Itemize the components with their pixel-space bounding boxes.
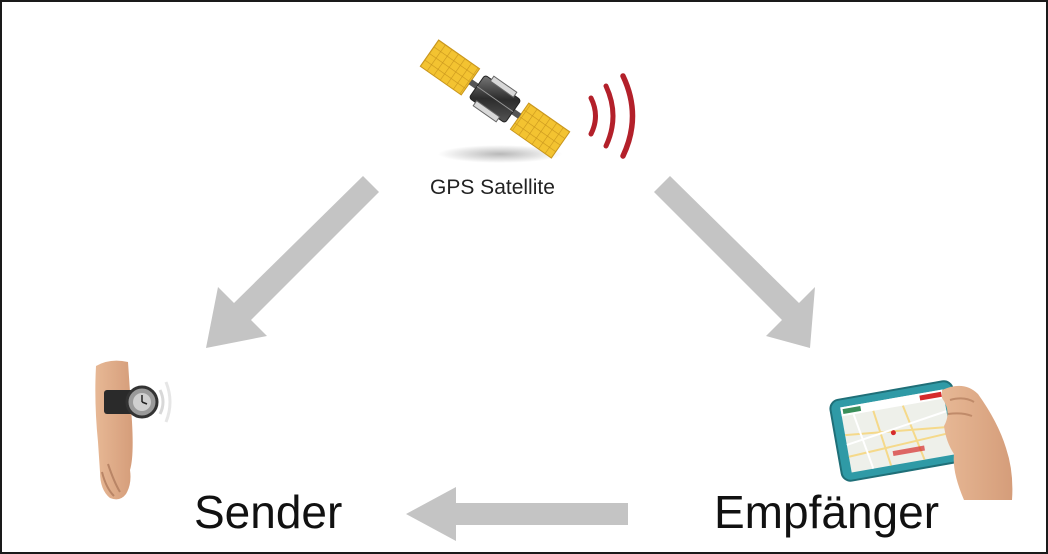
gps-satellite-icon xyxy=(419,39,571,163)
satellite-label: GPS Satellite xyxy=(430,176,555,199)
tablet-map-icon xyxy=(829,380,1013,500)
receiver-label: Empfänger xyxy=(714,486,940,538)
arrow-receiver-to-sender xyxy=(406,487,628,541)
wristwatch-tracker-icon xyxy=(95,360,172,500)
sender-label: Sender xyxy=(194,486,343,538)
arrow-satellite-to-sender xyxy=(206,176,379,348)
arrow-satellite-to-receiver xyxy=(654,176,815,348)
signal-waves-icon xyxy=(588,73,636,159)
